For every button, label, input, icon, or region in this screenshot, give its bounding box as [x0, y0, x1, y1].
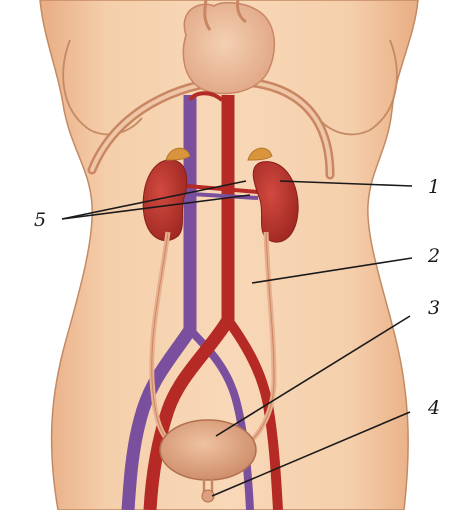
label-1: 1 — [428, 176, 440, 198]
label-3: 3 — [428, 297, 440, 319]
label-2: 2 — [427, 245, 440, 267]
heart — [183, 3, 274, 94]
label-5: 5 — [34, 209, 46, 231]
label-4: 4 — [427, 397, 440, 419]
urinary-bladder — [160, 420, 256, 480]
